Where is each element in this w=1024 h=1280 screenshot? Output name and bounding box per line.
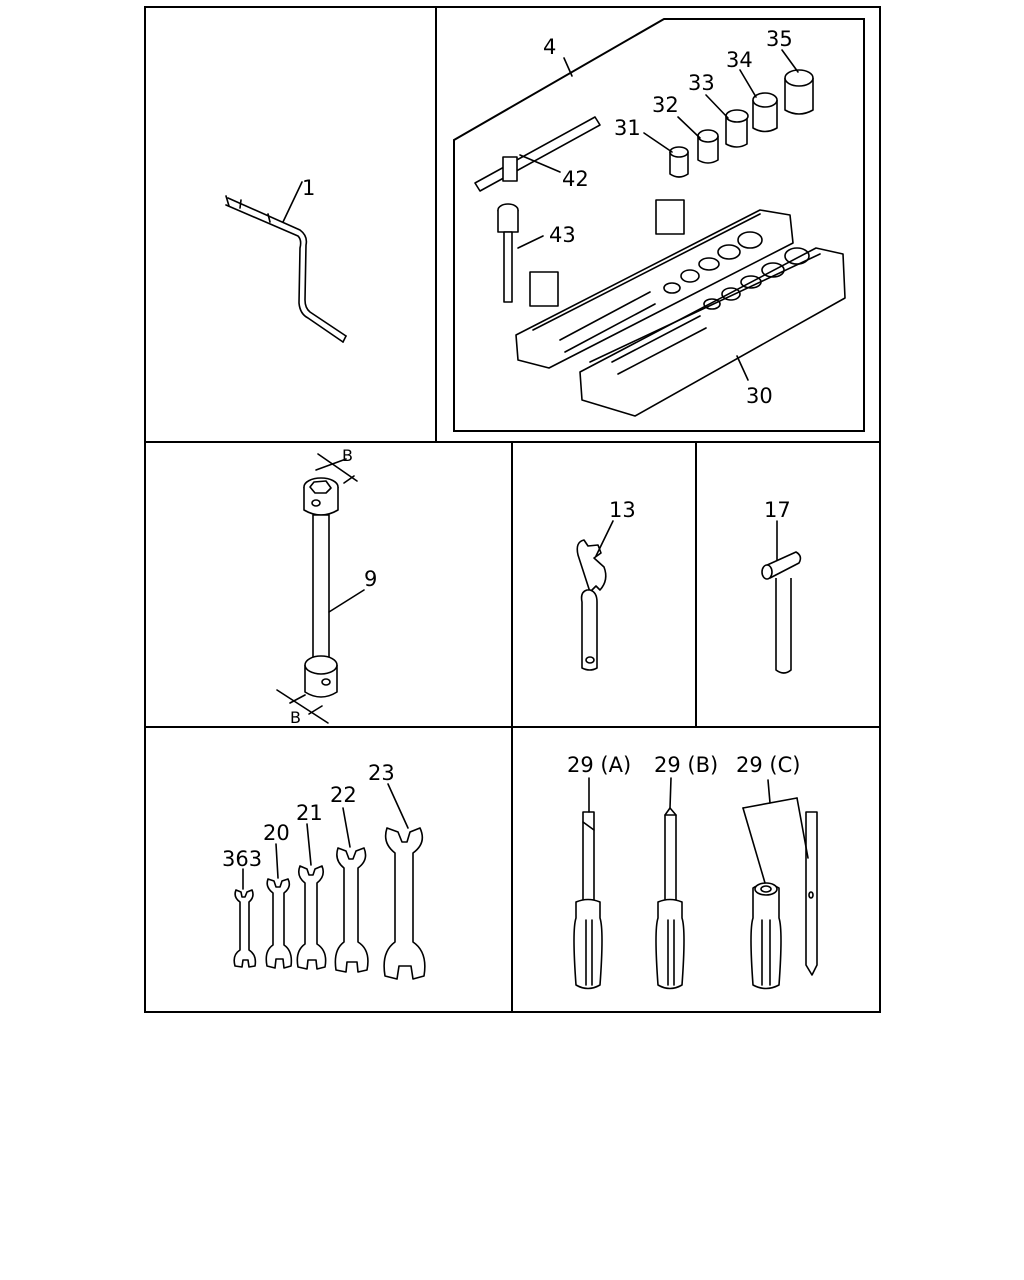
part-label-30: 30: [746, 384, 773, 408]
extension-bar: [497, 203, 544, 303]
diagram-frames: [144, 6, 881, 1013]
t-handle-bar: [474, 116, 601, 192]
box-wrench-part: [276, 453, 365, 724]
screwdriver-set-part: [573, 777, 818, 990]
part-label-9: 9: [364, 567, 377, 591]
part-label-13: 13: [609, 498, 636, 522]
part-label-42: 42: [562, 167, 589, 191]
part-label-4: 4: [543, 35, 556, 59]
part-label-17: 17: [764, 498, 791, 522]
hammer-part: [761, 520, 802, 674]
part-label-35: 35: [766, 27, 793, 51]
part-label-32: 32: [652, 93, 679, 117]
part-label-29a: 29 (A): [567, 753, 631, 777]
part-label-29c: 29 (C): [736, 753, 800, 777]
part-label-1: 1: [302, 176, 315, 200]
part-label-21: 21: [296, 801, 323, 825]
part-label-363: 363: [222, 847, 262, 871]
part-label-23: 23: [368, 761, 395, 785]
part-label-20: 20: [263, 821, 290, 845]
part-label-43: 43: [549, 223, 576, 247]
adjustable-wrench-part: [576, 520, 614, 671]
sockets: [643, 49, 814, 178]
socket-kit-part: [474, 49, 846, 417]
dimension-label-b-top: B: [342, 446, 353, 465]
part-label-34: 34: [726, 48, 753, 72]
part-label-33: 33: [688, 71, 715, 95]
part-label-22: 22: [330, 783, 357, 807]
part-label-29b: 29 (B): [654, 753, 718, 777]
part-label-31: 31: [614, 116, 641, 140]
dimension-label-b-bottom: B: [290, 708, 301, 727]
spanner-set-part: [233, 783, 426, 980]
tool-case: [515, 199, 846, 417]
crank-handle-part: [225, 181, 347, 343]
